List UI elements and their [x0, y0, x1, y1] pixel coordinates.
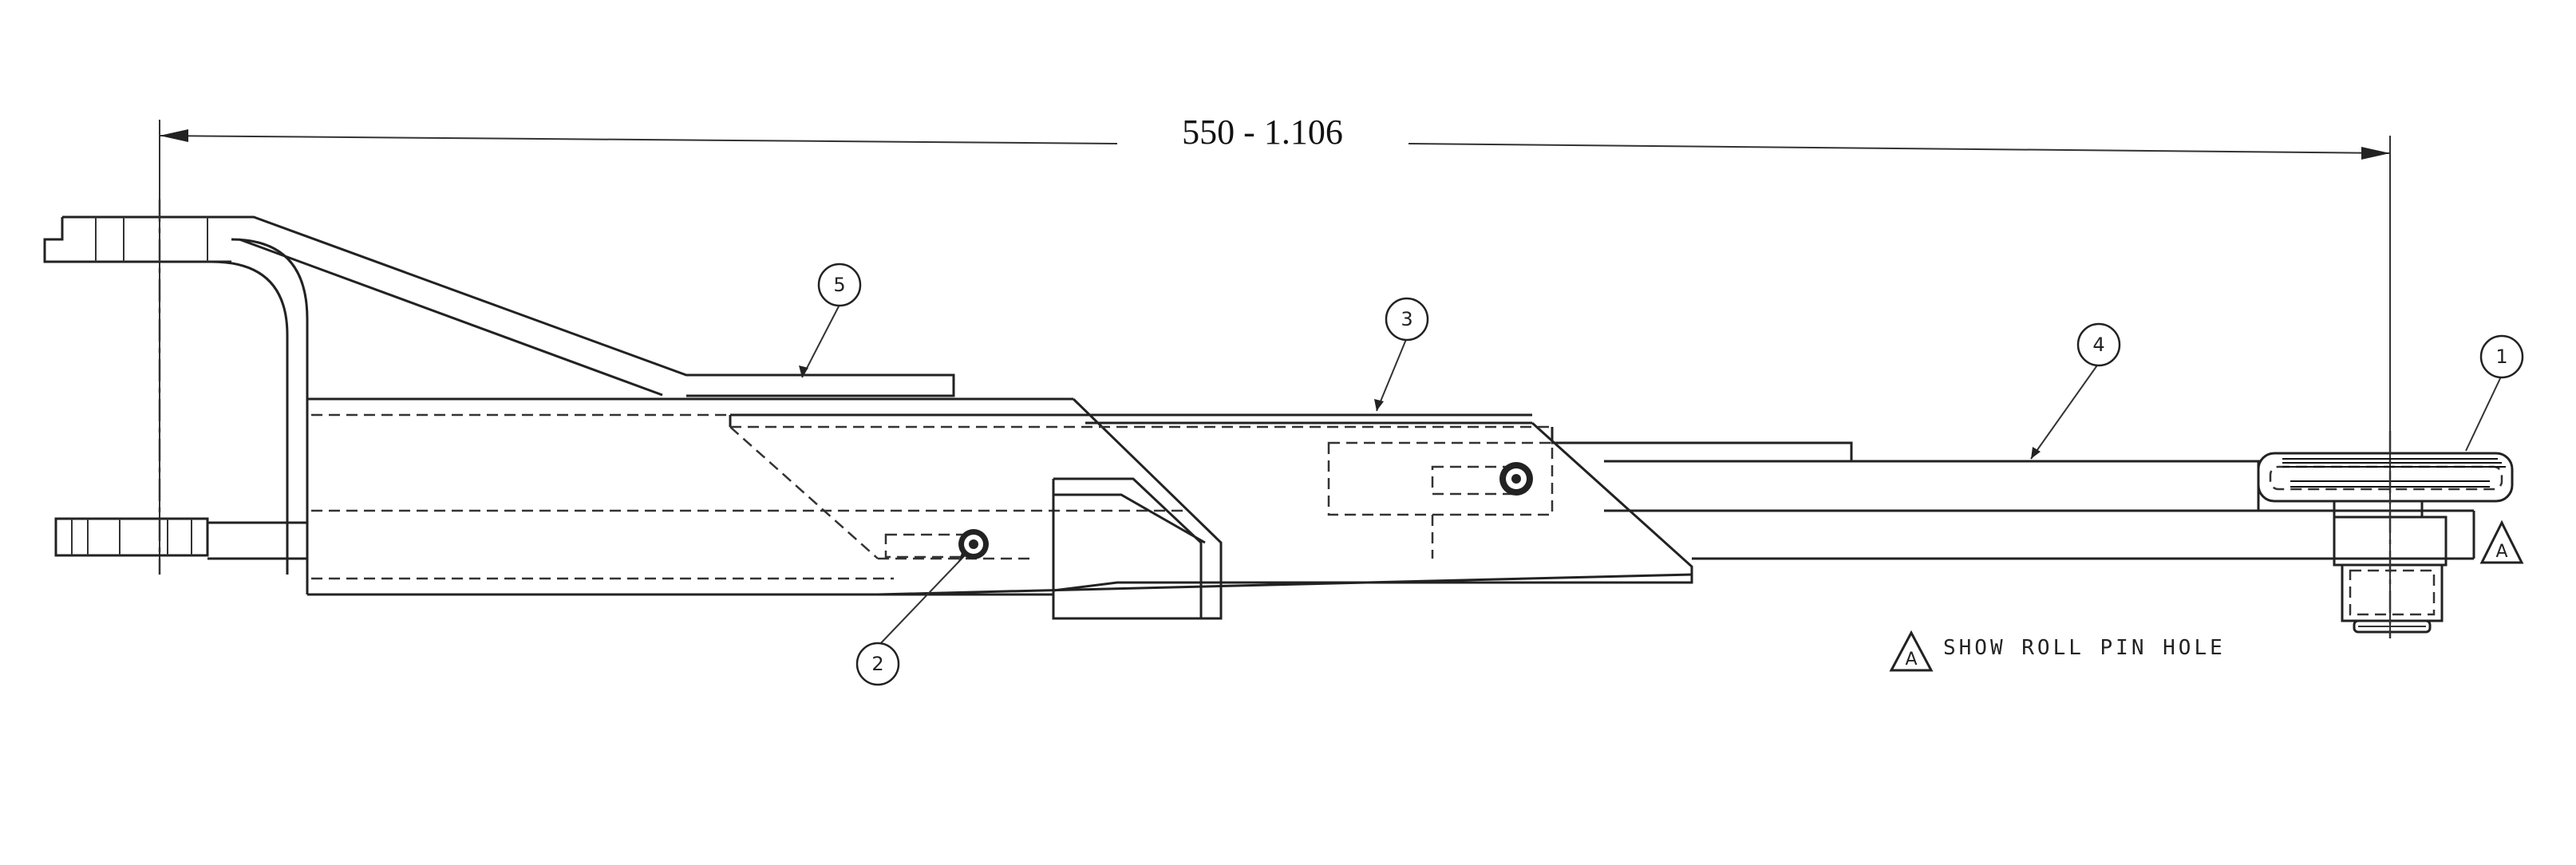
- balloon-leaders: [799, 304, 2503, 647]
- note-text: SHOW ROLL PIN HOLE: [1943, 636, 2226, 660]
- caster-stem-hidden: [2349, 569, 2436, 616]
- upper-mount-plate: [43, 215, 955, 594]
- lower-mount-plate: [54, 517, 307, 560]
- roll-pin-2: [884, 529, 989, 559]
- slider-block: [1052, 477, 1203, 618]
- note-symbol: A: [1905, 650, 1917, 669]
- leader-4-arrow: [2031, 447, 2041, 459]
- roll-pin-2-center: [969, 539, 978, 549]
- middle-tube: [729, 413, 1693, 596]
- balloon-1-circle: [2479, 334, 2524, 379]
- note-triangle: [1889, 630, 1934, 672]
- middle-tube-hidden-angle: [729, 426, 879, 559]
- balloon-3: 3: [1385, 297, 1429, 342]
- dimension-line-right: [1408, 143, 2391, 154]
- balloon-1-label: 1: [2495, 346, 2507, 368]
- balloon-2-circle: [855, 642, 900, 686]
- upper-bend-outer: [231, 238, 309, 594]
- balloon-5-label: 5: [833, 274, 845, 296]
- slider-block-outline: [1053, 477, 1203, 618]
- balloon-4-circle: [2076, 322, 2121, 367]
- upper-arm-outline: [62, 215, 955, 397]
- middle-tube-angled-end: [1053, 421, 1693, 592]
- leader-3: [1376, 337, 1408, 412]
- leader-5: [801, 304, 840, 378]
- note-roll-pin: A SHOW ROLL PIN HOLE: [1889, 630, 2226, 672]
- leader-2-arrow: [958, 553, 966, 563]
- inner-tube: [1551, 427, 2475, 560]
- balloon-3-label: 3: [1401, 308, 1412, 330]
- balloon-5: 5: [817, 263, 862, 307]
- dimension-arrow-left: [160, 129, 188, 142]
- leader-1: [2465, 374, 2503, 452]
- balloon-5-circle: [817, 263, 862, 307]
- detail-marker-label: A: [2495, 542, 2507, 562]
- caster-housing: [2257, 452, 2514, 503]
- caster-assembly: [2257, 452, 2514, 634]
- overall-dimension: 550 - 1.106: [159, 113, 2391, 630]
- upper-plate-left: [43, 217, 231, 263]
- centerlines: [158, 199, 2392, 638]
- middle-tube-lower-edge: [877, 573, 1693, 596]
- caster-base: [2353, 619, 2432, 634]
- leader-5-arrow: [799, 365, 808, 377]
- balloon-3-circle: [1385, 297, 1429, 342]
- leader-2: [877, 554, 966, 647]
- caster-inner-outline: [2269, 465, 2503, 491]
- detail-marker-triangle: [2479, 519, 2524, 564]
- leader-4: [2030, 362, 2100, 460]
- balloon-2-label: 2: [871, 653, 883, 675]
- upper-arm-lower-edge: [239, 238, 663, 397]
- dimension-line-left: [159, 135, 1118, 144]
- outer-tube: [306, 397, 1223, 620]
- roll-pin-upper-center: [1511, 474, 1521, 484]
- middle-tube-slot: [1327, 441, 1554, 516]
- dimension-label: 550 - 1.106: [1182, 113, 1343, 152]
- balloon-4: 4: [2076, 322, 2121, 367]
- lower-plate-body: [54, 517, 209, 557]
- balloon-2: 2: [855, 642, 900, 686]
- leader-3-arrow: [1374, 399, 1384, 411]
- balloon-1: 1: [2479, 334, 2524, 379]
- roll-pin-upper: [1499, 462, 1533, 496]
- upper-bend-inner: [211, 260, 289, 575]
- caster-stem: [2341, 563, 2444, 622]
- caster-neck: [2333, 500, 2424, 519]
- balloon-4-label: 4: [2092, 334, 2104, 356]
- inner-tube-top-profile: [1551, 427, 2260, 511]
- detail-marker-a: A: [2479, 519, 2524, 564]
- dimension-arrow-right: [2361, 147, 2390, 160]
